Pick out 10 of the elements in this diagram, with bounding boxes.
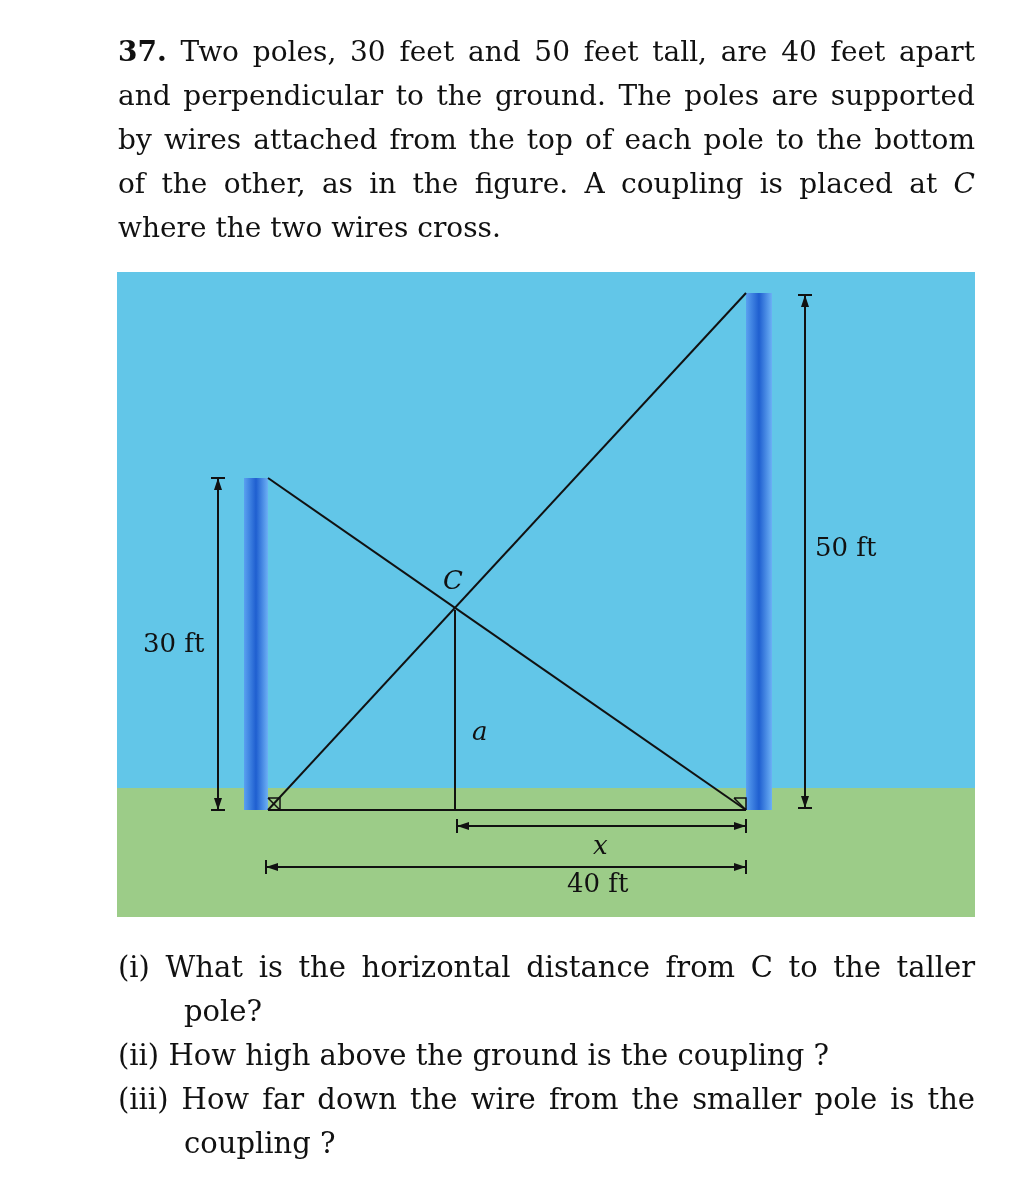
dimension-label: 50 ft bbox=[815, 532, 877, 562]
problem-text: 37. Two poles, 30 feet and 50 feet tall, are 40 feet apart and perpendicular to the ground. The poles are supported by wires attached from the top of each pole to the bottom of the other, as in the figure. A coupling is placed at C where the two wires cross. bbox=[118, 34, 975, 246]
question-text: (i) What is the horizontal distance from C to the taller pole? bbox=[118, 949, 975, 1030]
question-text: (ii) How high above the ground is the coupling ? bbox=[118, 1037, 830, 1074]
height-label: a bbox=[472, 716, 488, 746]
question-text: (iii) How far down the wire from the smaller pole is the coupling ? bbox=[118, 1081, 975, 1162]
point-label: C bbox=[443, 565, 463, 595]
distance-label: x bbox=[593, 830, 608, 860]
dimension-label: 30 ft bbox=[143, 628, 205, 658]
dimension-label: 40 ft bbox=[567, 868, 629, 898]
